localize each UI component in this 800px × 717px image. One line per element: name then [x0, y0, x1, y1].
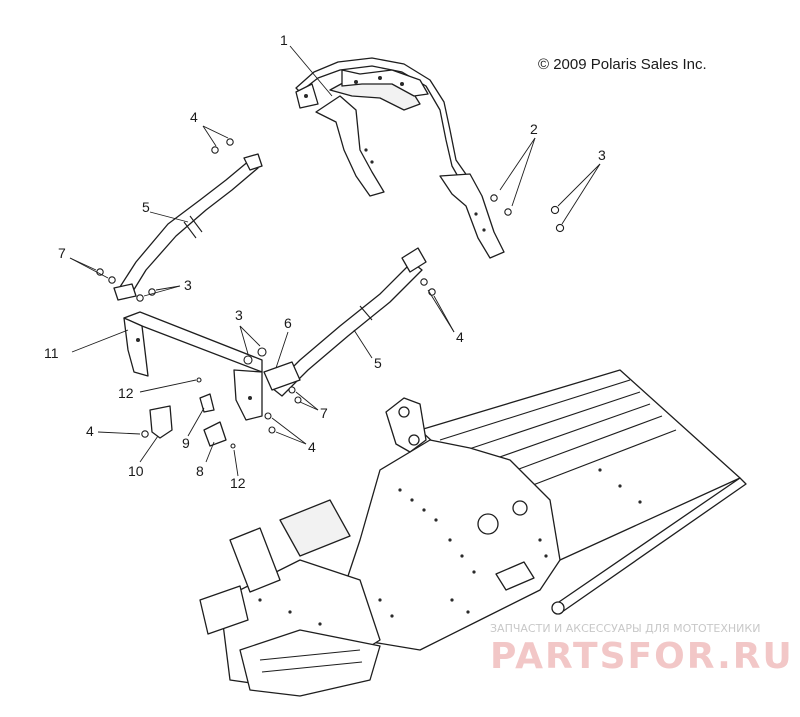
callout-3: 3 [598, 147, 606, 163]
watermark-subtitle: ЗАПЧАСТИ И АКСЕССУАРЫ ДЛЯ МОТОТЕХНИКИ [490, 622, 760, 635]
callout-12: 12 [118, 385, 134, 401]
callout-6: 6 [284, 315, 292, 331]
part-6-bracket [263, 361, 301, 391]
callout-4: 4 [456, 329, 464, 345]
part-8-plate [203, 421, 227, 447]
part-11-crossbar [123, 311, 263, 421]
part-1-steering-hoop [295, 57, 505, 259]
callout-2: 2 [530, 121, 538, 137]
callout-12: 12 [230, 475, 246, 491]
callout-1: 1 [280, 32, 288, 48]
callout-4: 4 [86, 423, 94, 439]
callout-11: 11 [44, 345, 59, 361]
part-10-bracket [149, 405, 173, 439]
callout-3: 3 [235, 307, 243, 323]
callout-4: 4 [308, 439, 316, 455]
copyright-text: © 2009 Polaris Sales Inc. [538, 56, 707, 73]
part-5-lower-strut [271, 247, 427, 397]
callout-labels: 1 2 3 4 5 7 3 11 3 6 5 4 12 7 4 9 4 10 8… [44, 32, 606, 491]
leader-lines [69, 45, 601, 477]
callout-7: 7 [320, 405, 328, 421]
part-5-upper-strut [113, 153, 263, 301]
callout-9: 9 [182, 435, 190, 451]
callout-7: 7 [58, 245, 66, 261]
watermark: ЗАПЧАСТИ И АКСЕССУАРЫ ДЛЯ МОТОТЕХНИКИ PA… [490, 622, 794, 677]
callout-3: 3 [184, 277, 192, 293]
callout-10: 10 [128, 463, 144, 479]
hardware-group [96, 138, 565, 449]
chassis-frame [199, 369, 747, 697]
callout-5: 5 [142, 199, 150, 215]
part-9-clip [199, 393, 215, 413]
callout-8: 8 [196, 463, 204, 479]
callout-5: 5 [374, 355, 382, 371]
watermark-logo: PARTSFOR.RU [490, 636, 794, 677]
callout-4: 4 [190, 109, 198, 125]
